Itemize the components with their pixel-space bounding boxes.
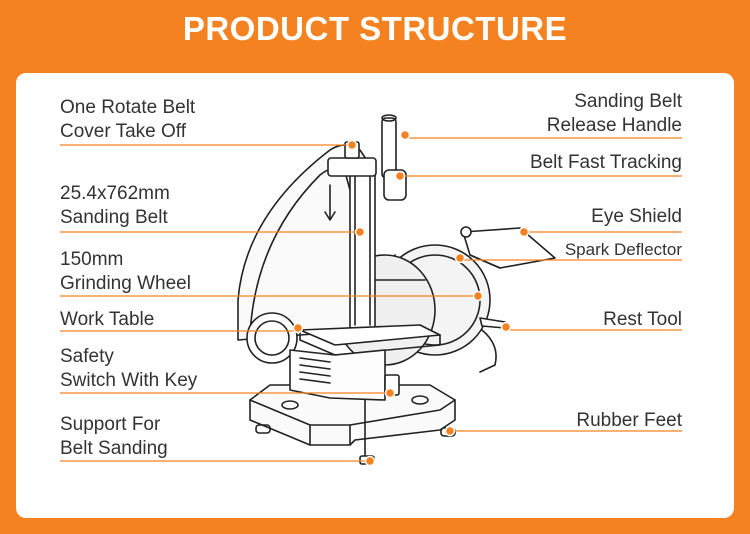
- label-line: Switch With Key: [60, 370, 198, 391]
- label-line: 25.4x762mm: [60, 183, 170, 204]
- callout-dot: [364, 455, 376, 467]
- label-line: Support For: [60, 414, 161, 435]
- label-eye-shield: Eye Shield: [591, 205, 682, 229]
- callout-dot: [444, 425, 456, 437]
- callout-dot: [454, 252, 466, 264]
- label-safety-switch: Safety Switch With Key: [60, 345, 197, 393]
- callout-dot: [399, 129, 411, 141]
- label-line: Grinding Wheel: [60, 273, 191, 294]
- label-line: Sanding Belt: [60, 207, 168, 228]
- label-support-belt: Support For Belt Sanding: [60, 413, 168, 461]
- label-work-table: Work Table: [60, 308, 154, 332]
- callout-dot: [292, 322, 304, 334]
- label-line: Release Handle: [546, 115, 682, 136]
- callout-dot: [472, 290, 484, 302]
- label-line: Sanding Belt: [574, 91, 682, 112]
- page-title: PRODUCT STRUCTURE: [182, 10, 568, 47]
- label-belt-cover: One Rotate Belt Cover Take Off: [60, 96, 195, 144]
- label-sanding-belt: 25.4x762mm Sanding Belt: [60, 182, 170, 230]
- label-belt-tracking: Belt Fast Tracking: [530, 151, 682, 175]
- callout-dot: [346, 139, 358, 151]
- callout-dot: [394, 170, 406, 182]
- label-line: Cover Take Off: [60, 121, 187, 142]
- label-line: Belt Sanding: [60, 438, 168, 459]
- label-grinding-wheel: 150mm Grinding Wheel: [60, 248, 191, 296]
- label-line: Spark Deflector: [564, 240, 682, 259]
- label-rest-tool: Rest Tool: [603, 308, 682, 332]
- label-line: One Rotate Belt: [60, 97, 196, 118]
- label-line: Work Table: [60, 309, 155, 330]
- label-line: Safety: [60, 346, 114, 367]
- label-rubber-feet: Rubber Feet: [576, 409, 682, 433]
- label-line: Rubber Feet: [576, 410, 682, 431]
- label-line: Eye Shield: [591, 206, 682, 227]
- callout-dot: [518, 226, 530, 238]
- callout-dot: [384, 387, 396, 399]
- label-line: Belt Fast Tracking: [529, 152, 682, 173]
- label-line: 150mm: [60, 249, 124, 270]
- label-release-handle: Sanding Belt Release Handle: [547, 90, 682, 138]
- callout-dot: [354, 226, 366, 238]
- label-spark-deflector: Spark Deflector: [565, 238, 682, 262]
- label-line: Rest Tool: [603, 309, 682, 330]
- callout-dot: [500, 321, 512, 333]
